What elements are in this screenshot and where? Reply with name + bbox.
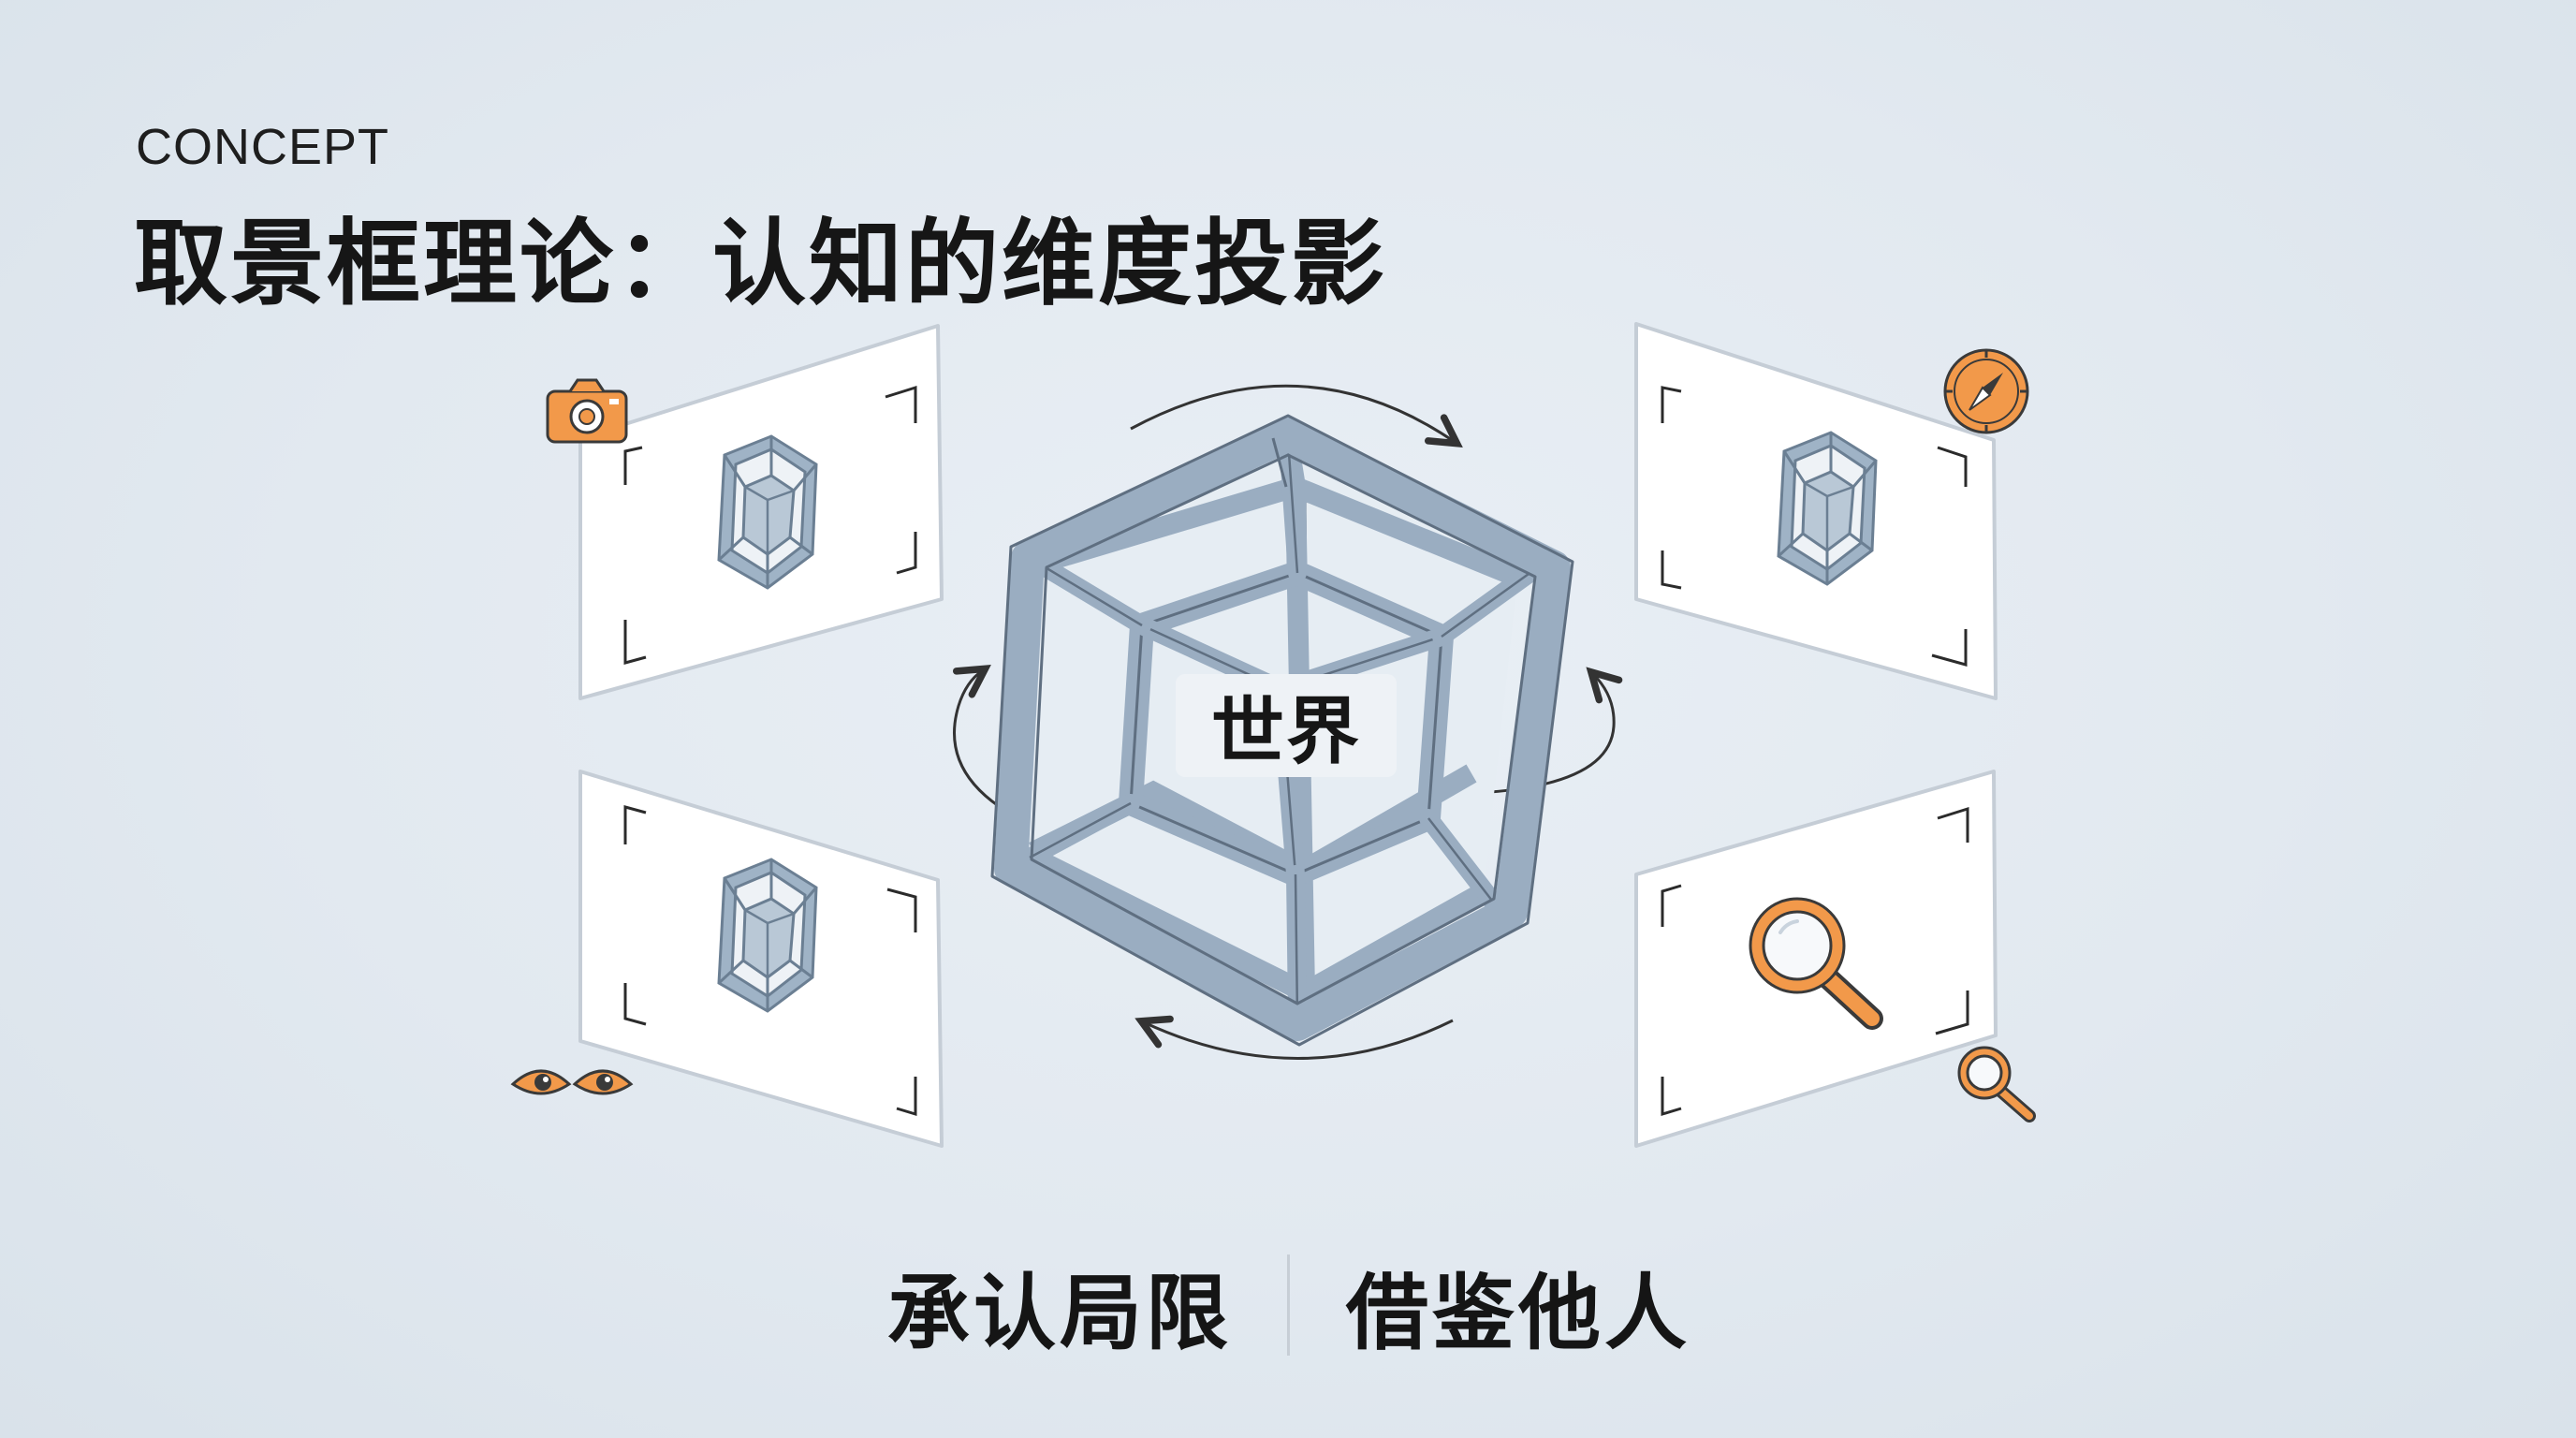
world-label: 世界	[1176, 674, 1397, 777]
large-magnifier-icon	[1749, 897, 1883, 1030]
footer-divider	[1287, 1255, 1290, 1356]
eyes-icon	[510, 1069, 634, 1095]
viewfinder-frame-top-left	[578, 324, 944, 700]
footer-left-text: 承认局限	[886, 1265, 1232, 1361]
viewfinder-frame-top-right	[1634, 322, 1998, 700]
section-kicker: CONCEPT	[136, 119, 390, 175]
viewfinder-frame-bottom-left	[578, 770, 944, 1148]
footer: 承认局限 借鉴他人	[0, 1247, 2576, 1361]
camera-icon	[546, 378, 628, 444]
page-title: 取景框理论：认知的维度投影	[134, 209, 1387, 318]
magnifier-icon	[1957, 1046, 2036, 1123]
compass-icon	[1943, 348, 2029, 434]
footer-right-text: 借鉴他人	[1346, 1265, 1691, 1361]
